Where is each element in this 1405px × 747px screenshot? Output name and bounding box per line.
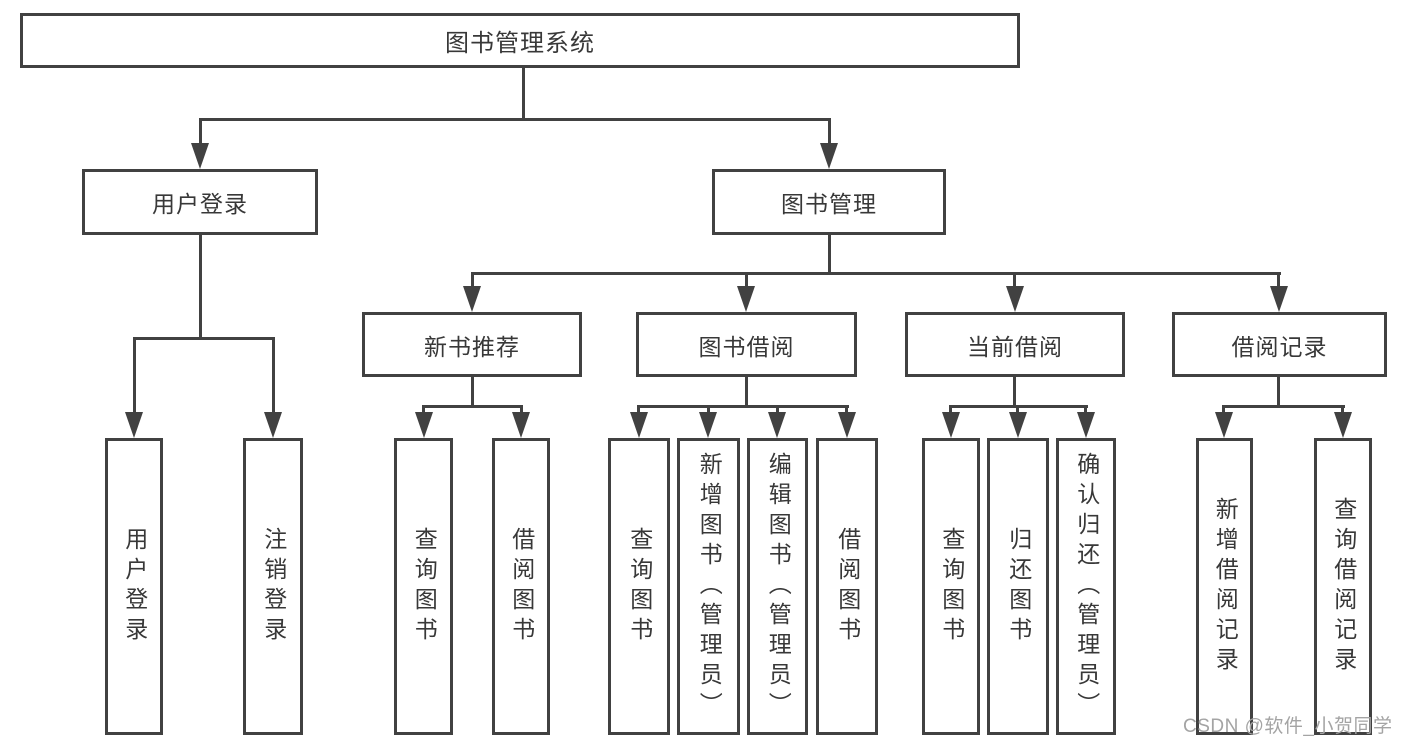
- arrow-down-icon: [463, 286, 481, 312]
- leaf-edit-book-admin: 编辑图书（管理员）: [747, 438, 808, 735]
- node-library-management-system: 图书管理系统: [20, 13, 1020, 68]
- connector-line-v: [1277, 272, 1280, 290]
- arrow-down-icon: [838, 412, 856, 438]
- connector-line-h: [950, 405, 1088, 408]
- node-label: 用户登录: [121, 526, 148, 647]
- node-book-borrowing: 图书借阅: [636, 312, 857, 377]
- connector-line-v: [471, 377, 474, 408]
- leaf-borrow-books-recommend: 借阅图书: [492, 438, 550, 735]
- connector-line-v: [1277, 377, 1280, 408]
- node-label: 确认归还（管理员）: [1073, 451, 1100, 722]
- node-label: 新增借阅记录: [1212, 496, 1239, 677]
- arrow-down-icon: [1009, 412, 1027, 438]
- node-label: 当前借阅: [967, 333, 1063, 360]
- arrow-down-icon: [630, 412, 648, 438]
- leaf-logout: 注销登录: [243, 438, 303, 735]
- connector-line-v: [1341, 405, 1344, 415]
- leaf-query-books-borrowing: 查询图书: [608, 438, 670, 735]
- node-label: 图书管理系统: [445, 30, 595, 57]
- arrow-down-icon: [942, 412, 960, 438]
- connector-line-v: [471, 272, 474, 290]
- watermark-text: CSDN @软件_小贺同学: [1183, 716, 1393, 737]
- connector-line-v: [1013, 377, 1016, 408]
- node-label: 查询借阅记录: [1330, 496, 1357, 677]
- arrow-down-icon: [820, 143, 838, 169]
- connector-line-h: [471, 272, 1281, 275]
- node-label: 查询图书: [626, 526, 653, 647]
- node-book-management: 图书管理: [712, 169, 946, 235]
- connector-line-v: [637, 405, 640, 415]
- arrow-down-icon: [1077, 412, 1095, 438]
- arrow-down-icon: [125, 412, 143, 438]
- connector-line-v: [1084, 405, 1087, 415]
- connector-line-v: [828, 235, 831, 275]
- arrow-down-icon: [1334, 412, 1352, 438]
- connector-line-v: [1013, 272, 1016, 290]
- connector-line-h: [423, 405, 523, 408]
- connector-line-v: [422, 405, 425, 415]
- leaf-confirm-return-admin: 确认归还（管理员）: [1056, 438, 1116, 735]
- leaf-user-login: 用户登录: [105, 438, 163, 735]
- leaf-query-books-current: 查询图书: [922, 438, 980, 735]
- node-label: 查询图书: [938, 526, 965, 647]
- node-label: 注销登录: [260, 526, 287, 647]
- node-label: 归还图书: [1005, 526, 1032, 647]
- arrow-down-icon: [737, 286, 755, 312]
- connector-line-v: [1016, 405, 1019, 415]
- leaf-query-borrow-record: 查询借阅记录: [1314, 438, 1372, 735]
- connector-line-v: [520, 405, 523, 415]
- arrow-down-icon: [191, 143, 209, 169]
- connector-line-v: [828, 118, 831, 146]
- node-label: 新书推荐: [424, 333, 520, 360]
- arrow-down-icon: [768, 412, 786, 438]
- node-new-book-recommend: 新书推荐: [362, 312, 582, 377]
- node-label: 图书借阅: [698, 333, 795, 360]
- node-label: 图书管理: [781, 191, 877, 217]
- node-borrowing-records: 借阅记录: [1172, 312, 1387, 377]
- arrow-down-icon: [699, 412, 717, 438]
- node-user-login: 用户登录: [82, 169, 318, 235]
- leaf-query-books-recommend: 查询图书: [394, 438, 453, 735]
- leaf-return-books: 归还图书: [987, 438, 1049, 735]
- connector-line-v: [1222, 405, 1225, 415]
- node-current-borrowing: 当前借阅: [905, 312, 1125, 377]
- leaf-add-book-admin: 新增图书（管理员）: [677, 438, 740, 735]
- node-label: 新增图书（管理员）: [696, 451, 723, 722]
- connector-line-v: [707, 405, 710, 415]
- arrow-down-icon: [1270, 286, 1288, 312]
- connector-line-v: [199, 235, 202, 340]
- connector-line-v: [845, 405, 848, 415]
- connector-line-h: [133, 337, 275, 340]
- node-label: 用户登录: [152, 191, 248, 217]
- connector-line-v: [133, 337, 136, 413]
- arrow-down-icon: [264, 412, 282, 438]
- arrow-down-icon: [1006, 286, 1024, 312]
- node-label: 编辑图书（管理员）: [765, 451, 792, 722]
- node-label: 借阅记录: [1231, 333, 1328, 360]
- leaf-add-borrow-record: 新增借阅记录: [1196, 438, 1253, 735]
- connector-line-v: [745, 377, 748, 408]
- arrow-down-icon: [415, 412, 433, 438]
- arrow-down-icon: [1215, 412, 1233, 438]
- connector-line-h: [199, 118, 831, 121]
- connector-line-v: [745, 272, 748, 290]
- connector-line-h: [638, 405, 849, 408]
- connector-line-v: [272, 337, 275, 413]
- node-label: 查询图书: [411, 526, 438, 647]
- connector-line-v: [949, 405, 952, 415]
- node-label: 借阅图书: [834, 526, 861, 647]
- connector-line-h: [1223, 405, 1345, 408]
- arrow-down-icon: [512, 412, 530, 438]
- leaf-borrow-books-borrowing: 借阅图书: [816, 438, 878, 735]
- node-label: 借阅图书: [508, 526, 535, 647]
- connector-line-v: [199, 118, 202, 146]
- connector-line-v: [776, 405, 779, 415]
- connector-line-v: [522, 68, 525, 121]
